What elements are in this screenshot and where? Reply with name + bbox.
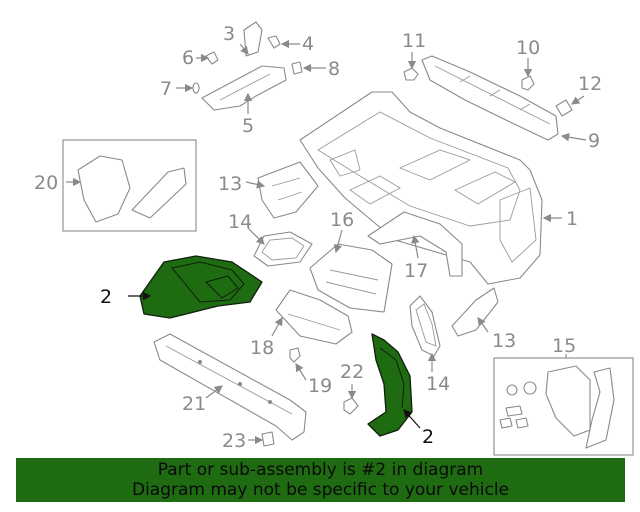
footer-banner: Part or sub-assembly is #2 in diagram Di…: [16, 458, 625, 502]
callout-16: 16: [330, 209, 354, 231]
callout-17: 17: [404, 260, 428, 282]
callout-3: 3: [223, 23, 235, 45]
inset-box-20: [62, 139, 197, 232]
fastener-parts-lower: [261, 347, 359, 447]
callout-9: 9: [588, 130, 600, 152]
callout-2-right: 2: [422, 426, 434, 448]
callout-7: 7: [160, 78, 172, 100]
footer-line-1: Part or sub-assembly is #2 in diagram: [157, 460, 484, 480]
beam-21-part: [153, 333, 307, 441]
bumper-cover-part: [299, 91, 543, 285]
callout-8: 8: [328, 58, 340, 80]
highlighted-part-2-left: [139, 255, 263, 319]
reinforcement-17-part: [367, 211, 463, 277]
callout-6: 6: [182, 47, 194, 69]
bracket-18-part: [275, 289, 353, 345]
callout-13-upper: 13: [218, 173, 242, 195]
absorber-16-part: [309, 243, 393, 313]
callout-23: 23: [222, 430, 246, 452]
inset-box-15: [493, 357, 634, 456]
callout-10: 10: [516, 37, 540, 59]
callout-13-lower: 13: [492, 330, 516, 352]
footer-line-2: Diagram may not be specific to your vehi…: [131, 480, 509, 500]
callout-numbers: 1 2 2 3 4 5 6 7 8 9 10 11 12 13 13 14 14…: [34, 23, 602, 452]
parts-diagram: 1 2 2 3 4 5 6 7 8 9 10 11 12 13 13 14 14…: [34, 21, 634, 456]
leader-lines: [66, 39, 587, 445]
rail-bracket-part: [421, 55, 559, 141]
callout-19: 19: [308, 375, 332, 397]
highlighted-part-2-right: [367, 333, 413, 437]
grille-14-upper-part: [253, 231, 313, 267]
callout-4: 4: [302, 33, 314, 55]
callout-21: 21: [182, 393, 206, 415]
callout-20: 20: [34, 172, 58, 194]
bracket-13-lower-part: [451, 287, 499, 337]
callout-1: 1: [566, 208, 578, 230]
callout-14-lower: 14: [426, 373, 450, 395]
callout-2-left: 2: [100, 286, 112, 308]
bracket-13-upper-part: [257, 161, 319, 219]
callout-15: 15: [552, 335, 576, 357]
callout-18: 18: [250, 337, 274, 359]
callout-11: 11: [402, 30, 426, 52]
callout-22: 22: [340, 361, 364, 383]
callout-5: 5: [242, 115, 254, 137]
callout-14-upper: 14: [228, 211, 252, 233]
grille-14-lower-part: [409, 295, 441, 357]
callout-12: 12: [578, 73, 602, 95]
